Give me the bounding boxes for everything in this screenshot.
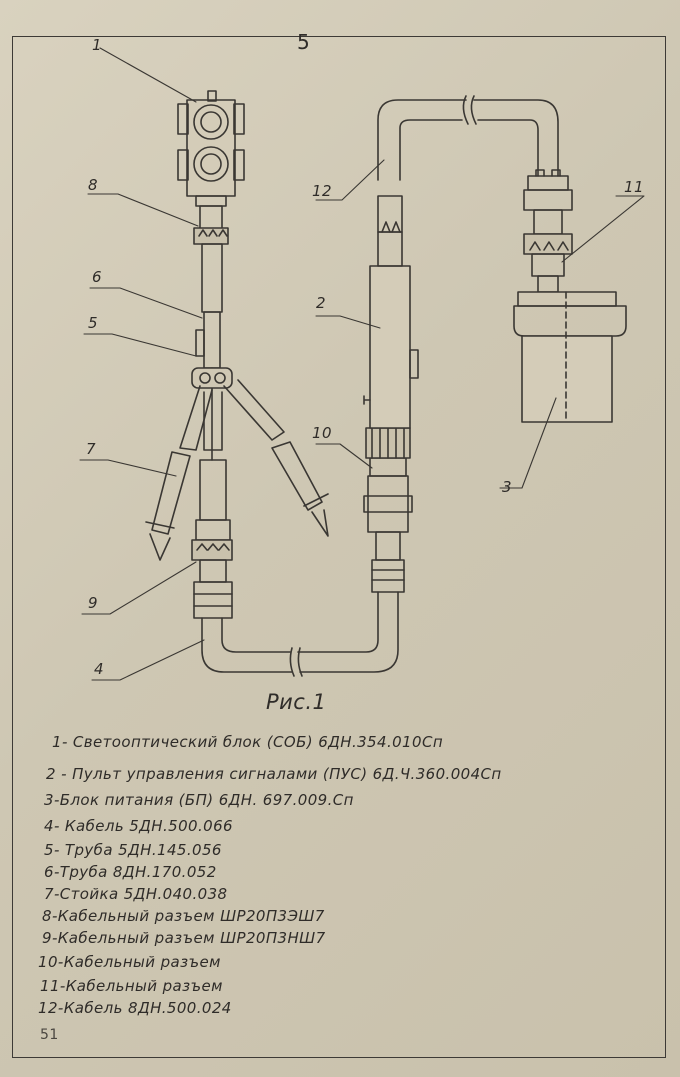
cable-connector-8 [193, 227, 229, 245]
legend-item: 9-Кабельный разъем ШР20П3НШ7 [42, 929, 326, 947]
tripod-stand [145, 367, 329, 561]
optical-block-assembly [177, 90, 245, 231]
legend-item: 4- Кабель 5ДН.500.066 [44, 817, 233, 835]
cable-4 [201, 591, 399, 677]
callout-1: 1 [92, 36, 103, 54]
page-number: 5 [297, 30, 311, 54]
legend-item: 3-Блок питания (БП) 6ДН. 697.009.Сп [44, 791, 354, 809]
callout-4: 4 [94, 660, 105, 678]
legend-item: 5- Труба 5ДН.145.056 [44, 841, 222, 859]
legend-item: 11-Кабельный разъем [40, 977, 223, 995]
mast-tube [195, 243, 223, 461]
callout-10: 10 [312, 424, 333, 442]
legend-item: 6-Труба 8ДН.170.052 [44, 863, 217, 881]
callout-12: 12 [312, 182, 333, 200]
callout-11: 11 [624, 178, 645, 196]
lower-mast-and-connector-9 [191, 459, 233, 619]
control-unit-2 [363, 221, 419, 593]
callout-9: 9 [88, 594, 99, 612]
power-supply-3 [513, 169, 627, 423]
legend-item: 12-Кабель 8ДН.500.024 [38, 999, 232, 1017]
cable-12 [377, 95, 559, 233]
callout-7: 7 [86, 440, 97, 458]
legend-item: 1- Светооптический блок (СОБ) 6ДН.354.01… [52, 733, 444, 751]
legend-item: 8-Кабельный разъем ШР20П3ЭШ7 [42, 907, 325, 925]
page-stamp: 51 [40, 1027, 59, 1043]
legend-item: 7-Стойка 5ДН.040.038 [44, 885, 228, 903]
legend-item: 2 - Пульт управления сигналами (ПУС) 6Д.… [46, 765, 502, 783]
figure-caption: Рис.1 [266, 690, 327, 714]
callout-leaders [79, 47, 645, 681]
callout-3: 3 [502, 478, 513, 496]
callout-5: 5 [88, 314, 99, 332]
legend-item: 10-Кабельный разъем [38, 953, 221, 971]
callout-2: 2 [316, 294, 327, 312]
callout-6: 6 [92, 268, 103, 286]
drawing-frame [12, 36, 666, 1058]
callout-8: 8 [88, 176, 99, 194]
